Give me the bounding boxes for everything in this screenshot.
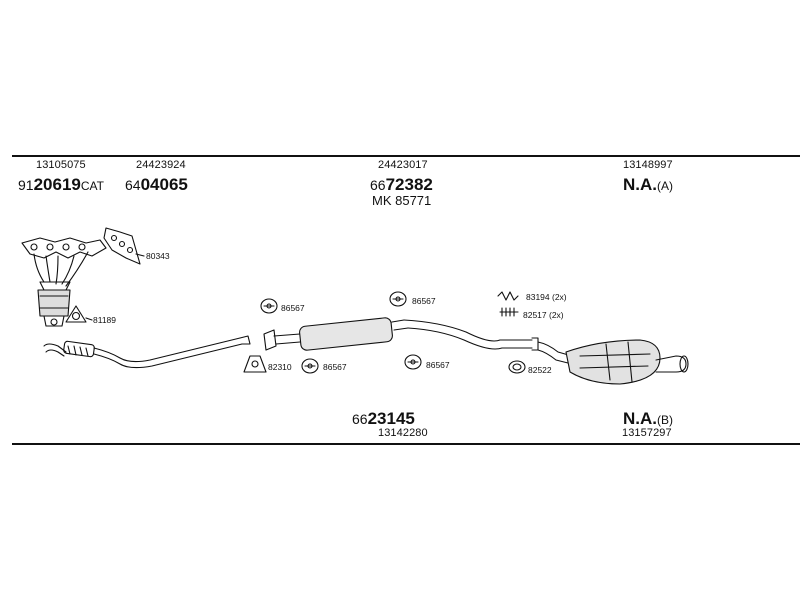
front-pipe-icon[interactable] (43, 335, 251, 369)
code-main: 04065 (140, 175, 188, 194)
part-ref-tail: 13157297 (622, 427, 672, 439)
callout-bracket-a: 82310 (268, 362, 292, 372)
code-suffix: CAT (80, 179, 104, 193)
code-prefix: 91 (18, 177, 34, 193)
callout-clamp-c: 86567 (323, 362, 347, 372)
code-main: N.A. (623, 175, 657, 194)
code-main: 20619 (33, 175, 81, 194)
part-code-gasket[interactable]: 6404065 (125, 176, 188, 193)
part-code-pipe[interactable]: 6623145 (352, 410, 415, 427)
callout-clamp-a: 86567 (281, 303, 305, 313)
callout-spring: 83194 (2x) (526, 292, 567, 302)
catalytic-converter-icon[interactable] (37, 289, 71, 327)
middle-silencer-icon[interactable] (263, 317, 539, 351)
manifold-gasket-icon[interactable] (103, 227, 145, 265)
code-suffix: (A) (657, 179, 673, 193)
code-prefix: 64 (125, 177, 141, 193)
code-suffix: (B) (657, 413, 673, 427)
top-divider (12, 155, 800, 157)
mounting-kit-code[interactable]: MK 85771 (372, 193, 432, 208)
rear-silencer-icon[interactable] (537, 339, 689, 385)
code-main: 72382 (385, 175, 433, 194)
code-prefix: 66 (370, 177, 386, 193)
callout-clamp-b: 86567 (412, 296, 436, 306)
part-code-catalyst[interactable]: 9120619CAT (18, 176, 104, 193)
bracket-icon[interactable] (243, 355, 267, 373)
part-ref-middle-silencer: 24423017 (378, 159, 428, 171)
clamp-d-icon[interactable] (404, 354, 422, 370)
spring-icon[interactable] (497, 291, 519, 301)
part-ref-pipe: 13142280 (378, 427, 428, 439)
exhaust-manifold-icon[interactable] (21, 237, 107, 291)
callout-clamp-d: 86567 (426, 360, 450, 370)
callout-gasket-manifold: 80343 (146, 251, 170, 261)
cat-gasket-icon[interactable] (65, 305, 93, 323)
code-main: N.A. (623, 409, 657, 428)
code-prefix: 66 (352, 411, 368, 427)
callout-gasket-cat: 81189 (93, 315, 117, 325)
part-ref-rear-silencer: 13148997 (623, 159, 673, 171)
part-ref-catalyst: 13105075 (36, 159, 86, 171)
clamp-a-icon[interactable] (260, 298, 278, 314)
part-code-middle-silencer[interactable]: 6672382 (370, 176, 433, 193)
callout-bolt: 82517 (2x) (523, 310, 564, 320)
bottom-divider (12, 443, 800, 445)
part-ref-gasket: 24423924 (136, 159, 186, 171)
part-code-tail[interactable]: N.A.(B) (623, 410, 673, 427)
bolt-icon[interactable] (499, 307, 519, 317)
part-code-rear-silencer[interactable]: N.A.(A) (623, 176, 673, 193)
sealing-ring-icon[interactable] (508, 360, 526, 374)
callout-ring: 82522 (528, 365, 552, 375)
clamp-b-icon[interactable] (389, 291, 407, 307)
clamp-c-icon[interactable] (301, 358, 319, 374)
code-main: 23145 (367, 409, 415, 428)
